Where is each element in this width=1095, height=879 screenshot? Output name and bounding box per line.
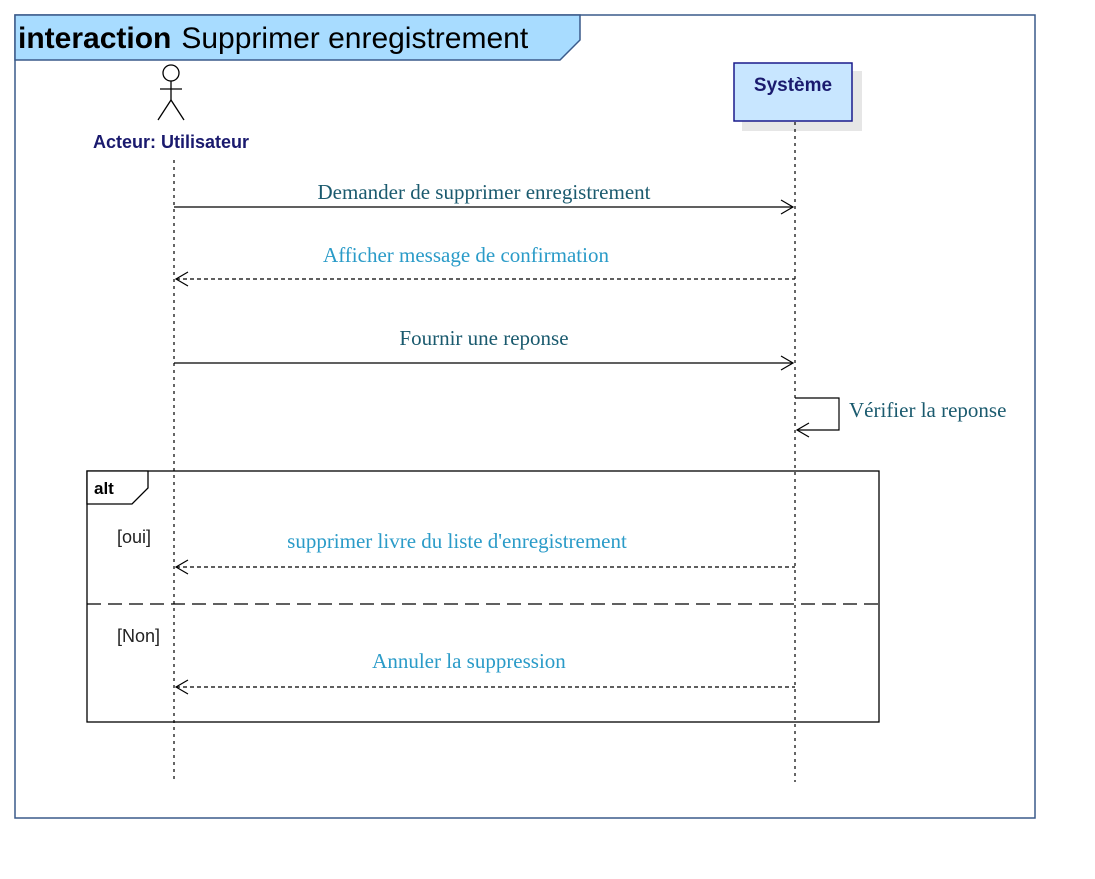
frame-keyword: interaction xyxy=(18,22,171,55)
system-lifeline-head xyxy=(733,62,853,122)
open-arrowhead-icon xyxy=(174,559,189,575)
message-label: Fournir une reponse xyxy=(399,326,568,350)
message-label: Demander de supprimer enregistrement xyxy=(318,180,651,204)
guard-non: [Non] xyxy=(117,626,160,646)
frame-title-tab xyxy=(14,14,581,61)
open-arrowhead-icon xyxy=(174,271,189,287)
message-delete-record: supprimer livre du liste d'enregistremen… xyxy=(174,529,795,575)
message-verify-response: Vérifier la reponse xyxy=(795,397,1006,438)
message-show-confirmation: Afficher message de confirmation xyxy=(174,243,795,287)
message-provide-response: Fournir une reponse xyxy=(174,326,795,371)
open-arrowhead-icon xyxy=(780,355,795,371)
message-label: supprimer livre du liste d'enregistremen… xyxy=(287,529,627,553)
open-arrowhead-icon xyxy=(795,422,810,438)
actor-label: Acteur: Utilisateur xyxy=(93,132,249,152)
message-label: Annuler la suppression xyxy=(372,649,566,673)
interaction-frame xyxy=(14,14,1036,819)
alt-operator-label: alt xyxy=(94,479,114,498)
open-arrowhead-icon xyxy=(174,679,189,695)
message-request-delete: Demander de supprimer enregistrement xyxy=(174,180,795,215)
message-cancel-deletion: Annuler la suppression xyxy=(174,649,795,695)
frame-name: Supprimer enregistrement xyxy=(181,22,528,55)
guard-oui: [oui] xyxy=(117,527,151,547)
message-label: Afficher message de confirmation xyxy=(323,243,609,267)
alt-operator-tab xyxy=(86,470,149,505)
alt-fragment: alt [oui] [Non] xyxy=(86,470,880,723)
system-label: Système xyxy=(754,75,832,96)
actor-stick-figure-icon xyxy=(157,64,185,121)
message-label: Vérifier la reponse xyxy=(849,398,1006,422)
open-arrowhead-icon xyxy=(780,199,795,215)
frame-title: interaction Supprimer enregistrement xyxy=(18,22,529,55)
